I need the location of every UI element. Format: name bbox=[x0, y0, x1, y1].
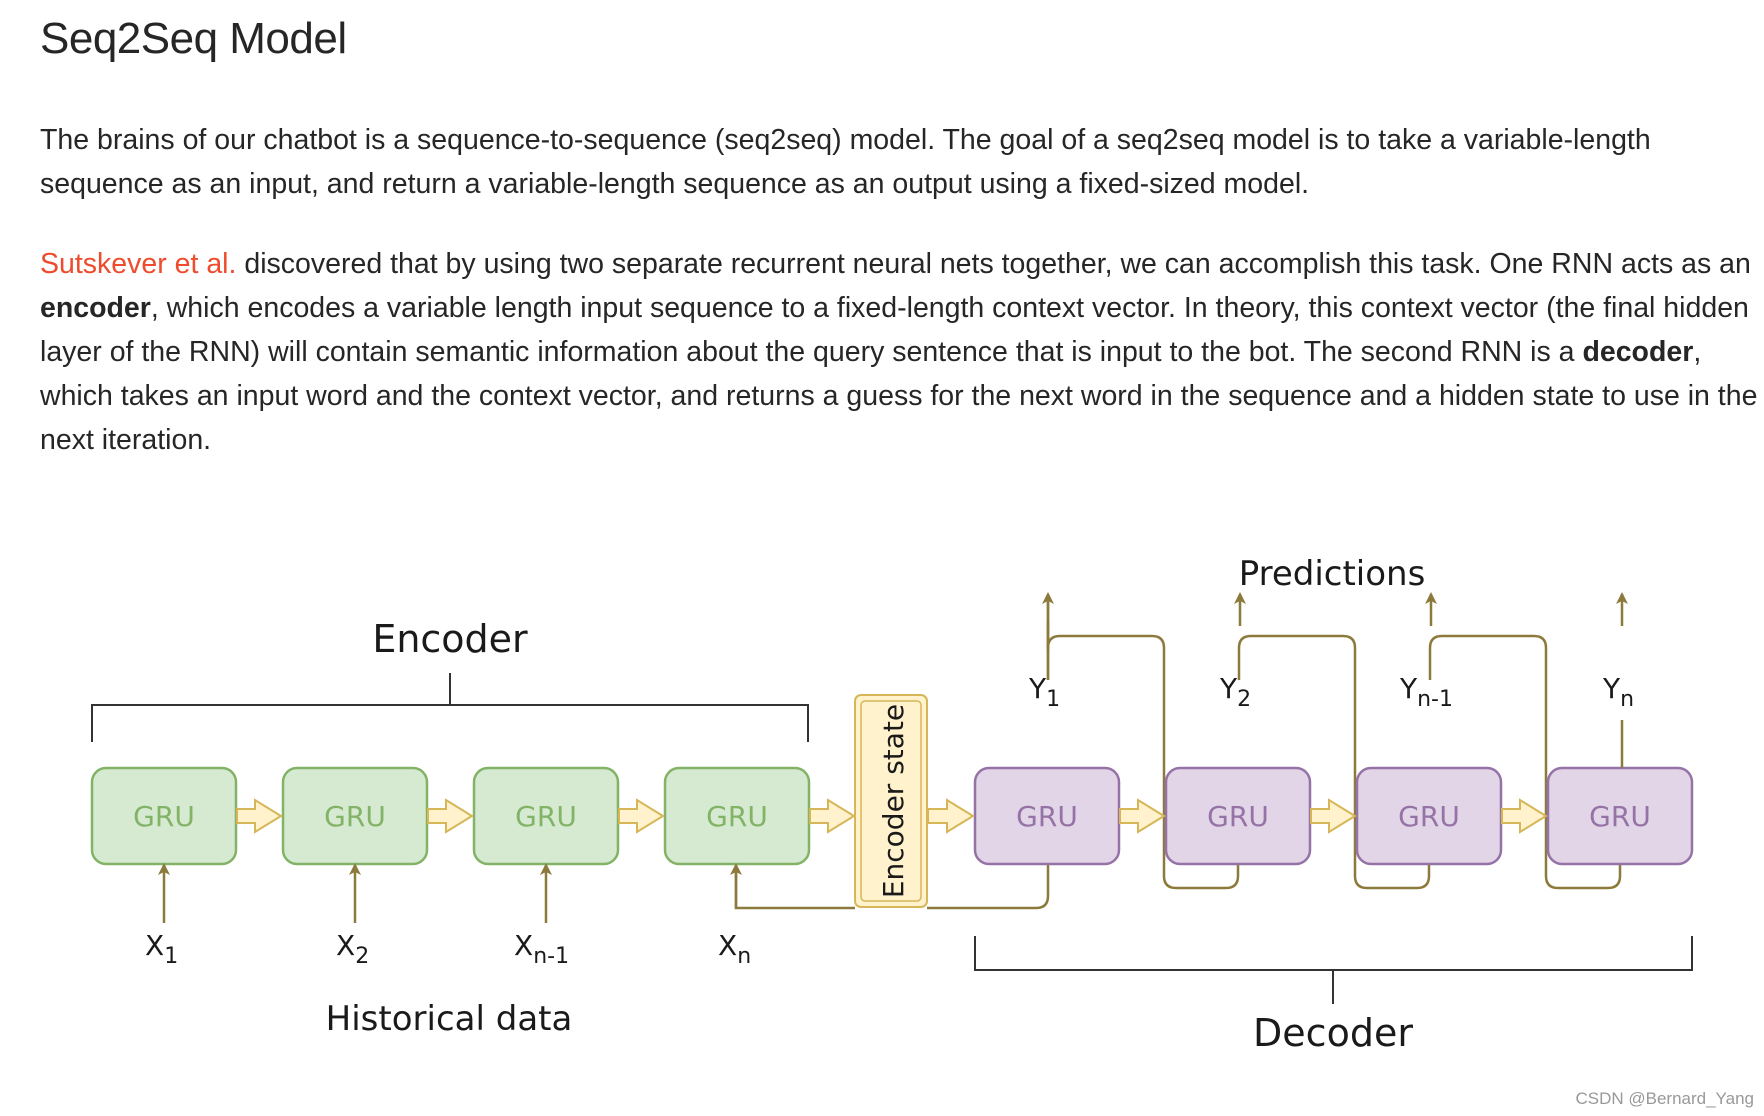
decoder-label: Decoder bbox=[1253, 1011, 1413, 1055]
seq2seq-diagram: Encoder Predictions Decoder Historical d… bbox=[90, 554, 1694, 1055]
output-yn-1: Yn-1 bbox=[1399, 672, 1453, 712]
decoder-connectors bbox=[1046, 634, 1622, 890]
predictions-label: Predictions bbox=[1239, 554, 1426, 594]
input-arrows bbox=[158, 863, 742, 923]
encoder-gru-1: GRU bbox=[90, 766, 238, 866]
encoder-gru-4: GRU bbox=[663, 766, 811, 866]
output-y2: Y2 bbox=[1219, 672, 1251, 712]
encoder-bracket bbox=[91, 673, 809, 742]
input-xn-1: Xn-1 bbox=[514, 929, 569, 969]
encoder-gru-3: GRU bbox=[472, 766, 620, 866]
decoder-gru-4: GRU bbox=[1546, 766, 1694, 866]
para2-text-2: , which encodes a variable length input … bbox=[40, 292, 1749, 368]
input-x1: X1 bbox=[145, 929, 178, 969]
gru-label: GRU bbox=[324, 800, 386, 833]
encoder-label: Encoder bbox=[372, 617, 528, 661]
gru-label: GRU bbox=[515, 800, 577, 833]
para2-text-3: , which takes an input word and the cont… bbox=[40, 336, 1758, 456]
page-title: Seq2Seq Model bbox=[40, 14, 347, 63]
encoder-state-label: Encoder state bbox=[877, 704, 910, 898]
encoder-state-box: Encoder state bbox=[854, 694, 928, 908]
gru-label: GRU bbox=[1589, 800, 1651, 833]
historical-data-label: Historical data bbox=[326, 999, 573, 1039]
decoder-gru-1: GRU bbox=[973, 766, 1121, 866]
gru-label: GRU bbox=[1398, 800, 1460, 833]
decoder-gru-2: GRU bbox=[1164, 766, 1312, 866]
seq2seq-paragraph: Sutskever et al. discovered that by usin… bbox=[40, 242, 1760, 462]
hidden-state-arrows bbox=[236, 798, 1548, 834]
gru-label: GRU bbox=[133, 800, 195, 833]
prediction-up-arrows bbox=[1042, 592, 1628, 626]
para2-text-1: discovered that by using two separate re… bbox=[236, 248, 1751, 280]
watermark: CSDN @Bernard_Yang bbox=[1575, 1089, 1754, 1108]
sutskever-link[interactable]: Sutskever et al. bbox=[40, 248, 237, 280]
output-y1: Y1 bbox=[1028, 672, 1060, 712]
intro-paragraph: The brains of our chatbot is a sequence-… bbox=[40, 124, 1651, 200]
input-xn: Xn bbox=[718, 929, 751, 969]
encoder-term: encoder bbox=[40, 292, 151, 324]
decoder-gru-3: GRU bbox=[1355, 766, 1503, 866]
encoder-gru-2: GRU bbox=[281, 766, 429, 866]
decoder-bracket bbox=[974, 936, 1693, 1004]
gru-label: GRU bbox=[1016, 800, 1078, 833]
output-yn: Yn bbox=[1602, 672, 1634, 712]
input-x2: X2 bbox=[336, 929, 369, 969]
gru-label: GRU bbox=[1207, 800, 1269, 833]
decoder-term: decoder bbox=[1582, 336, 1694, 368]
gru-label: GRU bbox=[706, 800, 768, 833]
